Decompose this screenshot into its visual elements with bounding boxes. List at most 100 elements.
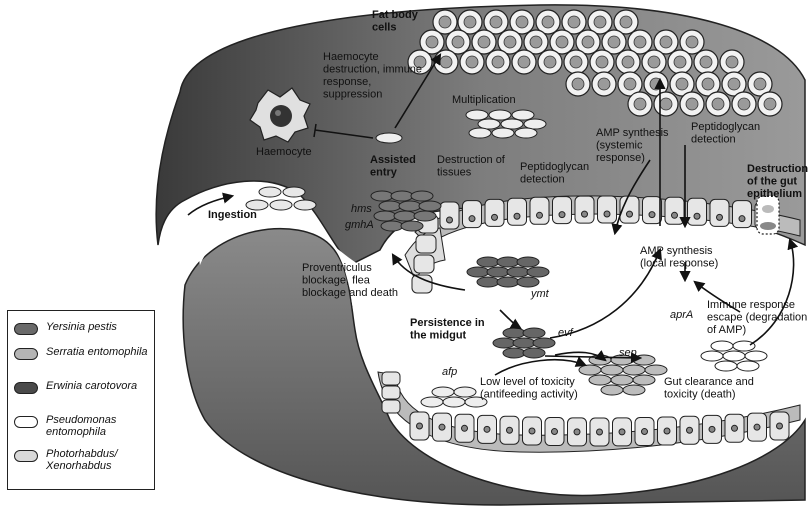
- bacterium: [737, 361, 759, 371]
- cell-nucleus: [552, 429, 558, 435]
- fat-body-nucleus: [634, 98, 646, 110]
- bacterium: [513, 338, 535, 348]
- label-ingestion: Ingestion: [208, 209, 257, 221]
- epithelial-cell: [412, 275, 432, 293]
- bacterium: [533, 338, 555, 348]
- epithelial-cell: [643, 197, 662, 224]
- fat-body-nucleus: [466, 56, 478, 68]
- label-apra: aprA: [670, 309, 693, 321]
- fat-body-nucleus: [439, 16, 451, 28]
- cell-nucleus: [664, 428, 670, 434]
- cell-nucleus: [627, 211, 633, 217]
- bacterium: [733, 341, 755, 351]
- legend-label: Erwinia carotovora: [46, 380, 154, 392]
- fat-body-nucleus: [556, 36, 568, 48]
- fat-body-nucleus: [622, 56, 634, 68]
- gut-cells-lower-left: [382, 372, 400, 413]
- bacterium: [493, 338, 515, 348]
- cell-nucleus: [469, 216, 475, 222]
- bacterium: [715, 361, 737, 371]
- epithelial-cell: [553, 197, 572, 224]
- bacterium: [443, 397, 465, 407]
- fat-body-nucleus: [764, 98, 776, 110]
- bacterium: [527, 267, 549, 277]
- fat-body-nucleus: [620, 16, 632, 28]
- cell-nucleus: [694, 213, 700, 219]
- cell-nucleus: [439, 424, 445, 430]
- cell-nucleus: [582, 211, 588, 217]
- epithelial-cell: [463, 201, 482, 228]
- fat-body-nucleus: [530, 36, 542, 48]
- fat-body-nucleus: [542, 16, 554, 28]
- multiplication-cluster: [466, 110, 546, 138]
- legend-item: Yersinia pestis: [14, 321, 154, 335]
- epithelial-cell: [665, 197, 684, 224]
- epithelial-cell: [508, 198, 527, 225]
- damaged-epithelial-cell: [757, 196, 779, 234]
- bacterium: [645, 365, 667, 375]
- epithelial-cell: [382, 386, 400, 399]
- epithelial-cell: [710, 199, 729, 226]
- bacterium: [492, 128, 514, 138]
- cell-nucleus: [709, 426, 715, 432]
- label-evf: evf: [558, 327, 574, 339]
- fat-body-nucleus: [738, 98, 750, 110]
- bacterium: [623, 385, 645, 395]
- epithelial-cell: [575, 196, 594, 223]
- bacterium: [374, 211, 396, 221]
- epithelial-cell: [416, 235, 436, 253]
- fat-body-nucleus: [660, 36, 672, 48]
- label-sep: sep: [619, 347, 637, 359]
- bacterium: [401, 221, 423, 231]
- label-gmha: gmhA: [345, 219, 374, 231]
- fat-body-nucleus: [674, 56, 686, 68]
- cell-nucleus: [642, 429, 648, 435]
- legend-swatch-erwinia: [14, 382, 38, 394]
- fat-body-nucleus: [464, 16, 476, 28]
- bacterium: [419, 201, 441, 211]
- bacterium: [589, 375, 611, 385]
- legend-item: Serratia entomophila: [14, 346, 154, 360]
- fat-body-nucleus: [452, 36, 464, 48]
- bacterium: [283, 187, 305, 197]
- legend-swatch-pseudomonas: [14, 416, 38, 428]
- fat-body-nucleus: [570, 56, 582, 68]
- label-ymt: ymt: [530, 288, 550, 300]
- bacterium: [633, 375, 655, 385]
- bacterium: [517, 257, 539, 267]
- fat-body-nucleus: [660, 98, 672, 110]
- cell-nucleus: [574, 429, 580, 435]
- label-hms: hms: [351, 203, 372, 215]
- fat-body-nucleus: [518, 56, 530, 68]
- epithelial-cell: [382, 372, 400, 385]
- fat-body-nucleus: [676, 78, 688, 90]
- cell-nucleus: [604, 211, 610, 217]
- fat-body-nucleus: [440, 56, 452, 68]
- bacterium: [517, 277, 539, 287]
- cell-nucleus: [597, 429, 603, 435]
- bacterium: [501, 119, 523, 129]
- bacterium: [745, 351, 767, 361]
- epithelial-cell: [733, 201, 752, 228]
- fat-body-nucleus: [598, 78, 610, 90]
- cell-nucleus: [717, 214, 723, 220]
- fat-body-nucleus: [634, 36, 646, 48]
- label-haemocyte: Haemocyte: [256, 146, 312, 158]
- epithelial-cell: [530, 197, 549, 224]
- legend-item: Photorhabdus/ Xenorhabdus: [14, 448, 154, 472]
- gut-cells-upper: [440, 196, 774, 229]
- bacterium: [503, 348, 525, 358]
- epithelial-cell: [382, 400, 400, 413]
- cell-nucleus: [649, 212, 655, 218]
- epithelial-cell: [414, 255, 434, 273]
- bacterium: [294, 200, 316, 210]
- fat-body-nucleus: [568, 16, 580, 28]
- fat-body-nucleus: [648, 56, 660, 68]
- ymt-cluster: [467, 257, 549, 287]
- bacterium: [611, 375, 633, 385]
- fat-body-nucleus: [426, 36, 438, 48]
- fat-body-nucleus: [700, 56, 712, 68]
- bacterium: [394, 211, 416, 221]
- cell-nucleus: [754, 424, 760, 430]
